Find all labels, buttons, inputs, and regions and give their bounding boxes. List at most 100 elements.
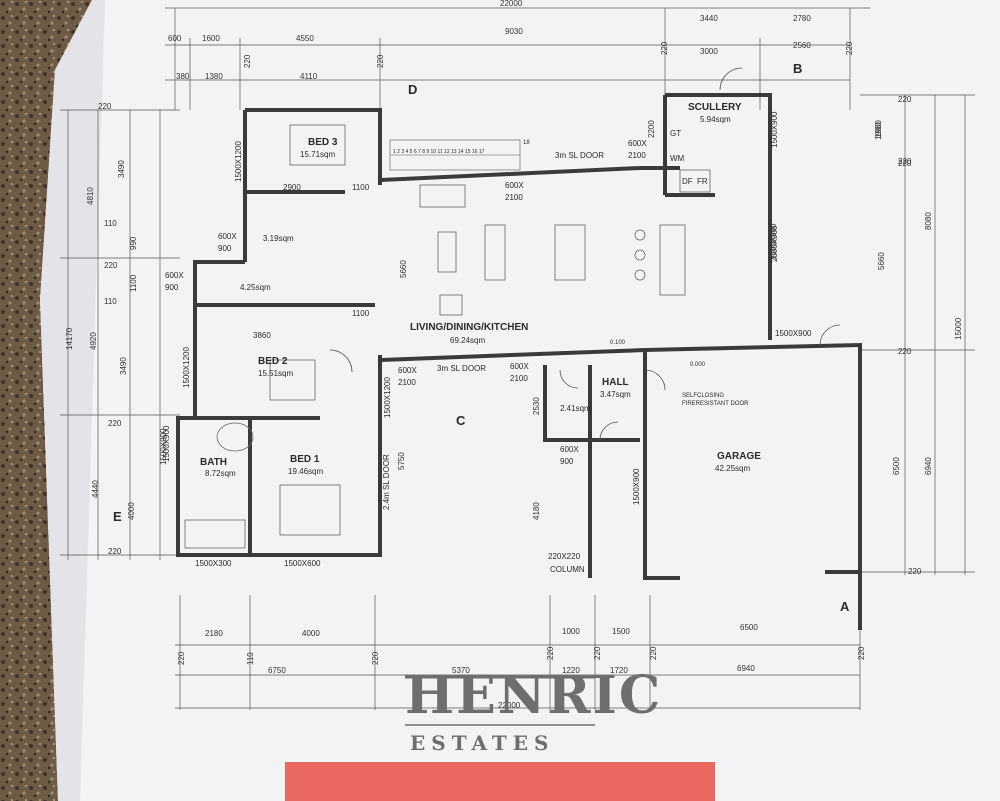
dim-inner-220e: 220: [898, 157, 912, 166]
dim-top-1380: 1380: [205, 72, 223, 81]
section-marker-d: D: [408, 82, 418, 97]
dim-mid-5750: 5750: [397, 452, 406, 470]
room-area-bed1: 19.46sqm: [288, 467, 324, 476]
room-area-wc: 2.41sqm: [560, 404, 591, 413]
dim-bottom-220e: 220: [649, 646, 658, 660]
column-label-size: 220X220: [548, 552, 581, 561]
room-area-living: 69.24sqm: [450, 336, 486, 345]
stair-numbers: 1 2 3 4 5 6 7 8 9 10 11 12 13 14 15 16 1…: [393, 149, 485, 155]
dim-left-4920: 4920: [89, 332, 98, 350]
section-marker-a: A: [840, 599, 850, 614]
dim-inner-1100c: 1100: [129, 274, 138, 292]
dim-left-990: 990: [129, 236, 138, 250]
sl-door-bed1-label: 2.4m SL DOOR: [382, 454, 391, 510]
walls: [176, 93, 862, 630]
logo-henric: HENRIC: [405, 665, 663, 726]
dim-left-110b: 110: [104, 297, 117, 306]
dim-right-220-4: 220: [908, 567, 922, 576]
dim-right-220-3: 220: [898, 347, 912, 356]
window-1500x900-garage: 1500X900: [775, 329, 812, 338]
window-600x900-c: 600X: [560, 445, 579, 454]
dim-bottom-6750: 6750: [268, 666, 286, 675]
dim-top-1600: 1600: [202, 34, 220, 43]
room-area-bathroom-a: 3.19sqm: [263, 234, 294, 243]
dim-top-total: 22000: [500, 0, 523, 8]
dim-inner-1100a: 1100: [352, 183, 370, 192]
dim-bottom-1220: 1220: [562, 666, 580, 675]
dim-right-220-1: 220: [898, 95, 912, 104]
dim-mid-1500x900: 1500X900: [769, 223, 778, 260]
dim-bottom-220f: 220: [857, 646, 866, 660]
dim-top-3000: 3000: [700, 47, 718, 56]
window-1500x300: 1500X300: [195, 559, 232, 568]
dim-bottom-1720: 1720: [610, 666, 628, 675]
dim-top-2780: 2780: [793, 14, 811, 23]
room-name-scullery: SCULLERY: [688, 102, 742, 113]
dim-left-4000: 4000: [127, 502, 136, 520]
fire-door-label-1: SELFCLOSING: [682, 393, 725, 399]
dim-bottom-5370: 5370: [452, 666, 470, 675]
dim-left-4440: 4440: [91, 480, 100, 498]
dim-left-220-2: 220: [104, 261, 118, 270]
dim-inner-2200: 2200: [647, 120, 656, 138]
dim-left-3490a: 3490: [117, 160, 126, 178]
window-1500x600: 1500X600: [284, 559, 321, 568]
dim-top-220d: 220: [845, 41, 854, 55]
dim-mid-2530: 2530: [532, 397, 541, 415]
dim-mid-5660: 5660: [399, 260, 408, 278]
sl-door-mid-label: 3m SL DOOR: [437, 364, 487, 373]
level-0100: 0.100: [610, 340, 626, 346]
window-1500x1200-bed3: 1500X1200: [234, 141, 243, 182]
room-area-scullery: 5.94sqm: [700, 115, 731, 124]
column-label: COLUMN: [550, 565, 585, 574]
sl-door-top-label: 3m SL DOOR: [555, 151, 605, 160]
window-600x900-c-h: 900: [560, 457, 574, 466]
window-1500x1200-bed2: 1500X1200: [182, 347, 191, 388]
section-marker-c: C: [456, 413, 466, 428]
room-area-bed2: 15.51sqm: [258, 369, 294, 378]
window-600x2100-b-h: 2100: [505, 193, 523, 202]
dim-bottom-220d: 220: [593, 646, 602, 660]
dim-bottom-220a: 220: [177, 651, 186, 665]
room-name-bed3: BED 3: [308, 137, 338, 148]
logo-estates: ESTATES: [410, 731, 555, 755]
dim-bottom-6940: 6940: [737, 664, 755, 673]
dim-inner-3860: 3860: [253, 331, 271, 340]
window-600x2100-d-h: 2100: [510, 374, 528, 383]
room-name-hall: HALL: [602, 377, 629, 388]
dim-bottom-1500: 1500: [612, 627, 630, 636]
window-600x2100-a-h: 2100: [628, 151, 646, 160]
dim-left-220-3: 220: [108, 419, 122, 428]
dim-bottom-220c: 220: [546, 646, 555, 660]
dim-right-6500: 6500: [892, 457, 901, 475]
dim-inner-1100b: 1100: [352, 309, 370, 318]
dim-left-4810: 4810: [86, 187, 95, 205]
dim-bottom-total: 22000: [498, 701, 521, 710]
window-1500x900-hall: 1500X900: [632, 468, 641, 505]
dim-bottom-4000: 4000: [302, 629, 320, 638]
window-600x2100-a: 600X: [628, 139, 647, 148]
dim-top-9030: 9030: [505, 27, 523, 36]
dim-bottom-2180: 2180: [205, 629, 223, 638]
level-0000: 0.000: [690, 362, 706, 368]
window-600x2100-c-h: 2100: [398, 378, 416, 387]
dim-left-220-1: 220: [98, 102, 112, 111]
fr-label: FR: [697, 177, 708, 186]
dim-right-15000: 15000: [954, 317, 963, 340]
room-area-garage: 42.25sqm: [715, 464, 751, 473]
dim-top-4110: 4110: [300, 72, 318, 81]
stair-end: 18: [523, 140, 530, 146]
red-banner: [285, 762, 715, 801]
dim-top-220a: 220: [243, 54, 252, 68]
dim-top-2560: 2560: [793, 41, 811, 50]
dim-left-1500x900: 1500X900: [159, 428, 168, 465]
dim-bottom-110: 110: [246, 652, 255, 665]
dim-right-8080: 8080: [924, 212, 933, 230]
gt-label: GT: [670, 129, 682, 138]
window-600x2100-b: 600X: [505, 181, 524, 190]
window-600x900-a-h: 900: [218, 244, 232, 253]
wm-label: WM: [670, 154, 685, 163]
dim-top-220c: 220: [660, 41, 669, 55]
dim-left-3490b: 3490: [119, 357, 128, 375]
